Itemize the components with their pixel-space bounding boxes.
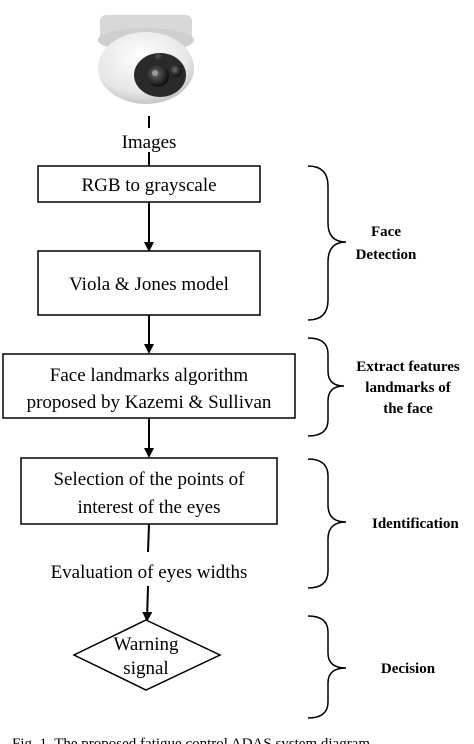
selection-connector-line [147, 523, 150, 553]
eye-width-evaluation-label: Evaluation of eyes widths [51, 562, 248, 583]
extract-features-label-line1: Extract features [356, 359, 460, 375]
face-detection-label-line1: Face [371, 224, 401, 240]
extract-features-label-line3: the face [383, 401, 433, 417]
face-detection-brace [307, 165, 347, 321]
figure-caption: Fig. 1. The proposed fatigue control ADA… [12, 736, 370, 744]
viola-jones-box [37, 250, 261, 316]
arrow-to-warning [142, 585, 153, 622]
face-landmarks-line1: Face landmarks algorithm [50, 365, 249, 386]
face-detection-label-line2: Detection [356, 247, 417, 263]
extract-features-brace [307, 337, 345, 437]
warning-signal-line1: Warning [114, 634, 179, 655]
identification-label: Identification [372, 516, 459, 532]
dome-camera-icon [98, 15, 194, 104]
rgb-to-grayscale-label: RGB to grayscale [81, 175, 216, 196]
eye-points-selection-line2: interest of the eyes [78, 497, 221, 518]
extract-features-label-line2: landmarks of [365, 380, 451, 396]
warning-signal-line2: signal [123, 658, 168, 679]
decision-brace [307, 615, 347, 719]
face-landmarks-box [2, 353, 296, 419]
images-label: Images [122, 132, 177, 153]
eye-points-selection-line1: Selection of the points of [53, 469, 245, 490]
decision-label: Decision [381, 661, 436, 677]
identification-brace [307, 458, 347, 589]
warning-signal-diamond [72, 619, 222, 691]
viola-jones-label: Viola & Jones model [69, 274, 229, 295]
face-landmarks-line2: proposed by Kazemi & Sullivan [27, 392, 272, 413]
